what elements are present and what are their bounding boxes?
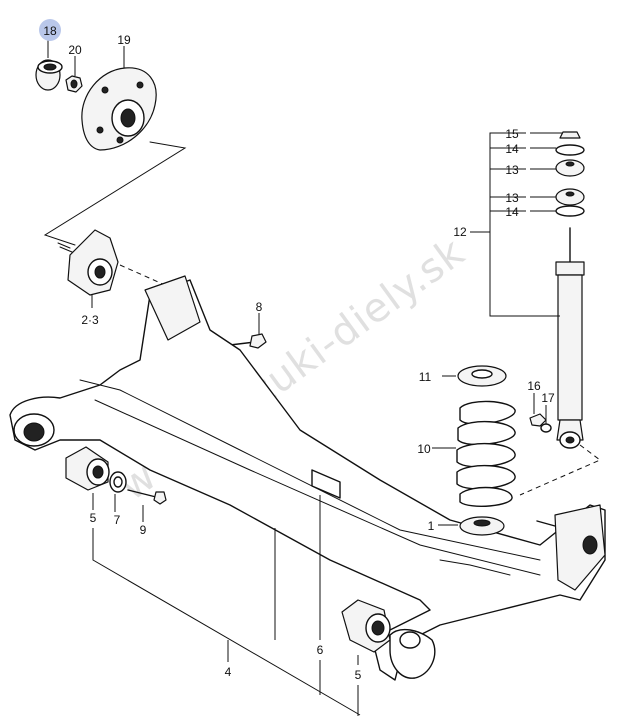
label-10[interactable]: 10 [417,442,431,456]
bushing-5-right[interactable] [341,599,391,653]
label-20[interactable]: 20 [68,43,82,57]
cushion-13-lower[interactable] [555,188,585,206]
caution-plate-6[interactable] [311,469,341,499]
nut-15[interactable] [559,131,581,139]
nut-16[interactable] [529,413,547,427]
washer-17[interactable] [540,423,552,433]
spring-lower-seat-1[interactable] [459,516,505,536]
label-4[interactable]: 4 [225,665,232,679]
label-15[interactable]: 15 [505,127,519,141]
spring-upper-seat-11[interactable] [457,365,507,387]
bushing-5-left[interactable] [65,446,110,491]
label-16[interactable]: 16 [527,379,541,393]
label-11[interactable]: 11 [419,370,432,384]
bolt-9[interactable] [127,489,167,505]
label-17[interactable]: 17 [541,391,555,405]
rear-axle-beam-4[interactable] [9,275,606,681]
label-14-upper[interactable]: 14 [505,142,519,156]
rear-spindle-2-3[interactable] [57,229,119,296]
label-14-lower[interactable]: 14 [505,205,519,219]
hub-cap-18[interactable] [35,59,63,91]
washer-14-upper[interactable] [555,144,585,156]
washer-7[interactable] [109,471,127,493]
label-6[interactable]: 6 [317,643,324,657]
brake-drum-hub-19[interactable] [81,67,157,151]
label-8[interactable]: 8 [256,300,263,314]
label-18[interactable]: 18 [39,19,61,41]
label-7[interactable]: 7 [114,513,121,527]
label-2-3[interactable]: 2·3 [81,313,99,327]
label-12[interactable]: 12 [453,225,467,239]
shock-absorber-12[interactable] [555,227,585,449]
label-5-left[interactable]: 5 [90,511,97,525]
coil-spring-10[interactable] [456,400,516,507]
label-13-upper[interactable]: 13 [505,163,519,177]
label-highlight-circle [39,19,61,41]
label-13-lower[interactable]: 13 [505,191,519,205]
cushion-13-upper[interactable] [555,159,585,177]
label-19[interactable]: 19 [117,33,131,47]
label-5-right[interactable]: 5 [355,668,362,682]
hub-nut-20[interactable] [65,75,83,93]
label-9[interactable]: 9 [140,523,147,537]
label-1[interactable]: 1 [428,519,435,533]
washer-14-lower[interactable] [555,205,585,217]
bolt-8[interactable] [229,333,267,349]
svg-text:18: 18 [43,24,57,38]
